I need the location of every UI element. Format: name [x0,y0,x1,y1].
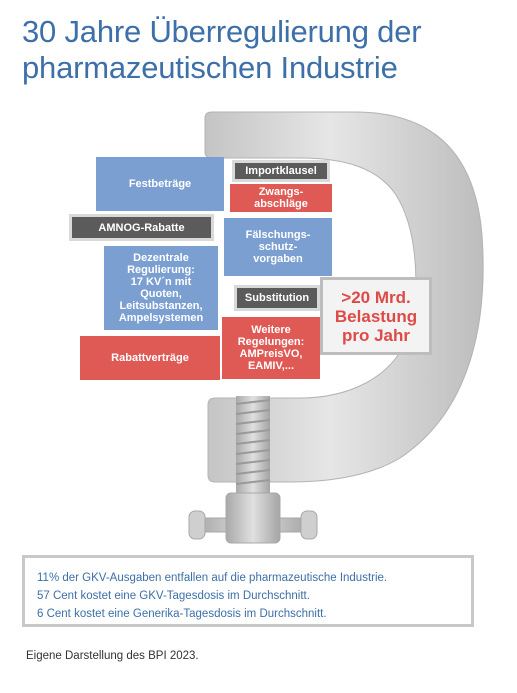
box-weitere-regelungen: Weitere Regelungen: AMPreisVO, EAMIV,... [222,317,320,379]
belastung-callout: >20 Mrd. Belastung pro Jahr [320,277,432,355]
info-line-1: 11% der GKV-Ausgaben entfallen auf die p… [37,572,388,584]
page-title: 30 Jahre Überregulierung der pharmazeuti… [22,14,502,86]
info-line-2: 57 Cent kostet eine GKV-Tagesdosis im Du… [37,590,310,602]
belastung-text: >20 Mrd. Belastung pro Jahr [334,287,418,345]
info-line-3: 6 Cent kostet eine Generika-Tagesdosis i… [37,608,327,620]
box-faelschungsschutz: Fälschungs- schutz- vorgaben [224,218,332,276]
box-importklausel: Importklausel [232,160,330,182]
clamp-handle [188,492,318,544]
box-amnog-rabatte: AMNOG-Rabatte [69,214,214,241]
box-zwangsabschlaege: Zwangs- abschläge [230,184,332,212]
box-dezentrale-regulierung: Dezentrale Regulierung: 17 KV´n mit Quot… [104,246,218,330]
title-line-2: pharmazeutischen Industrie [22,50,398,85]
box-substitution: Substitution [234,285,320,311]
clamp-screw [235,396,271,494]
info-box: 11% der GKV-Ausgaben entfallen auf die p… [22,555,474,627]
box-rabattvertraege: Rabattverträge [80,336,220,380]
title-line-1: 30 Jahre Überregulierung der [22,14,422,49]
source-note: Eigene Darstellung des BPI 2023. [26,650,199,662]
box-festbetraege: Festbeträge [96,157,224,211]
clamp-frame [204,111,484,483]
